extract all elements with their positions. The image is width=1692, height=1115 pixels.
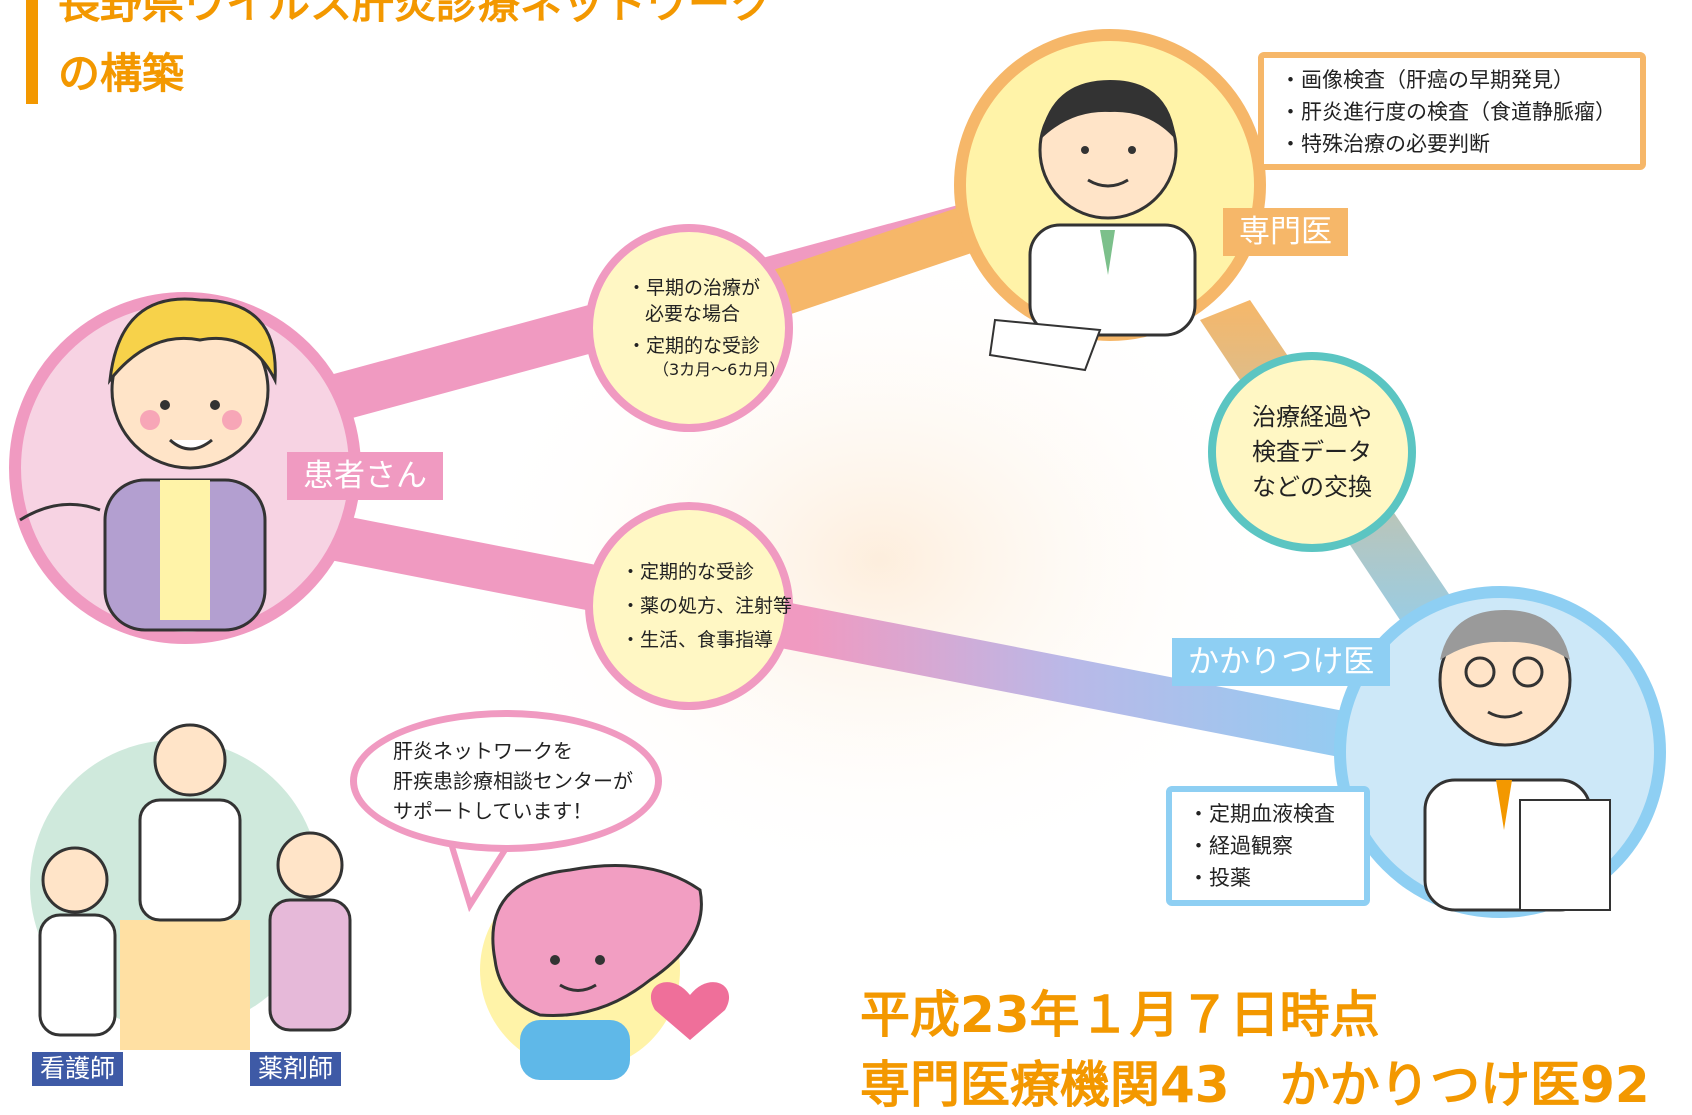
bubble-item: ・定期的な受診: [627, 335, 761, 357]
page-title-line1: 長野県ウイルス肝炎診療ネットワーク: [58, 0, 773, 28]
bubble-item: ・定期的な受診: [621, 561, 755, 583]
nurse-label: 看護師: [32, 1052, 124, 1086]
stats-counts: 専門医療機関43 かかりつけ医92: [860, 1056, 1650, 1114]
liver-mascot-icon: [480, 864, 703, 1080]
specialist-label: 専門医: [1223, 208, 1348, 256]
stats-date: 平成23年１月７日時点: [860, 986, 1380, 1044]
bubble-item: 必要な場合: [645, 303, 741, 325]
title-accent-bar: [26, 0, 38, 104]
speech-line: 肝疾患診療相談センターが: [393, 769, 633, 793]
speech-line: 肝炎ネットワークを: [393, 739, 573, 763]
staff-group-icon: [30, 723, 352, 1050]
speech-line: サポートしています！: [393, 799, 593, 823]
bubble-data-exchange: 治療経過や 検査データ などの交換: [1208, 352, 1416, 552]
exchange-line: 検査データ: [1252, 437, 1372, 466]
bubble-item: ・薬の処方、注射等: [621, 595, 793, 617]
family-doctor-label: かかりつけ医: [1172, 638, 1391, 686]
family-doctor-tasks-box: ・定期血液検査 ・経過観察 ・投薬: [1166, 786, 1370, 906]
exchange-line: 治療経過や: [1252, 402, 1372, 431]
specialist-task: ・肝炎進行度の検査（食道静脈瘤）: [1280, 100, 1616, 124]
specialist-task: ・画像検査（肝癌の早期発見）: [1280, 68, 1574, 92]
family-doctor-task: ・定期血液検査: [1188, 802, 1335, 826]
specialist-doctor-icon: [954, 29, 1266, 372]
heart-icon: [650, 982, 730, 1040]
pharmacist-label: 薬剤師: [250, 1052, 342, 1086]
patient-label: 患者さん: [287, 452, 443, 500]
specialist-tasks-box: ・画像検査（肝癌の早期発見） ・肝炎進行度の検査（食道静脈瘤） ・特殊治療の必要…: [1258, 52, 1646, 170]
bubble-patient-family: ・定期的な受診 ・薬の処方、注射等 ・生活、食事指導: [585, 502, 793, 710]
bubble-item: ・早期の治療が: [627, 277, 761, 299]
family-doctor-task: ・経過観察: [1188, 834, 1293, 858]
bubble-patient-specialist: ・早期の治療が 必要な場合 ・定期的な受診 （3カ月～6カ月）: [585, 224, 793, 432]
bubble-item: ・生活、食事指導: [621, 629, 774, 651]
exchange-line: などの交換: [1252, 472, 1372, 501]
specialist-task: ・特殊治療の必要判断: [1280, 132, 1490, 156]
family-doctor-task: ・投薬: [1188, 866, 1251, 890]
bubble-item: （3カ月～6カ月）: [653, 360, 786, 379]
page-title-line2: の構築: [58, 49, 185, 98]
support-speech-bubble: 肝炎ネットワークを 肝疾患診療相談センターが サポートしています！: [350, 710, 662, 852]
family-doctor-icon: [1334, 586, 1666, 918]
patient-figure-icon: [9, 292, 361, 644]
